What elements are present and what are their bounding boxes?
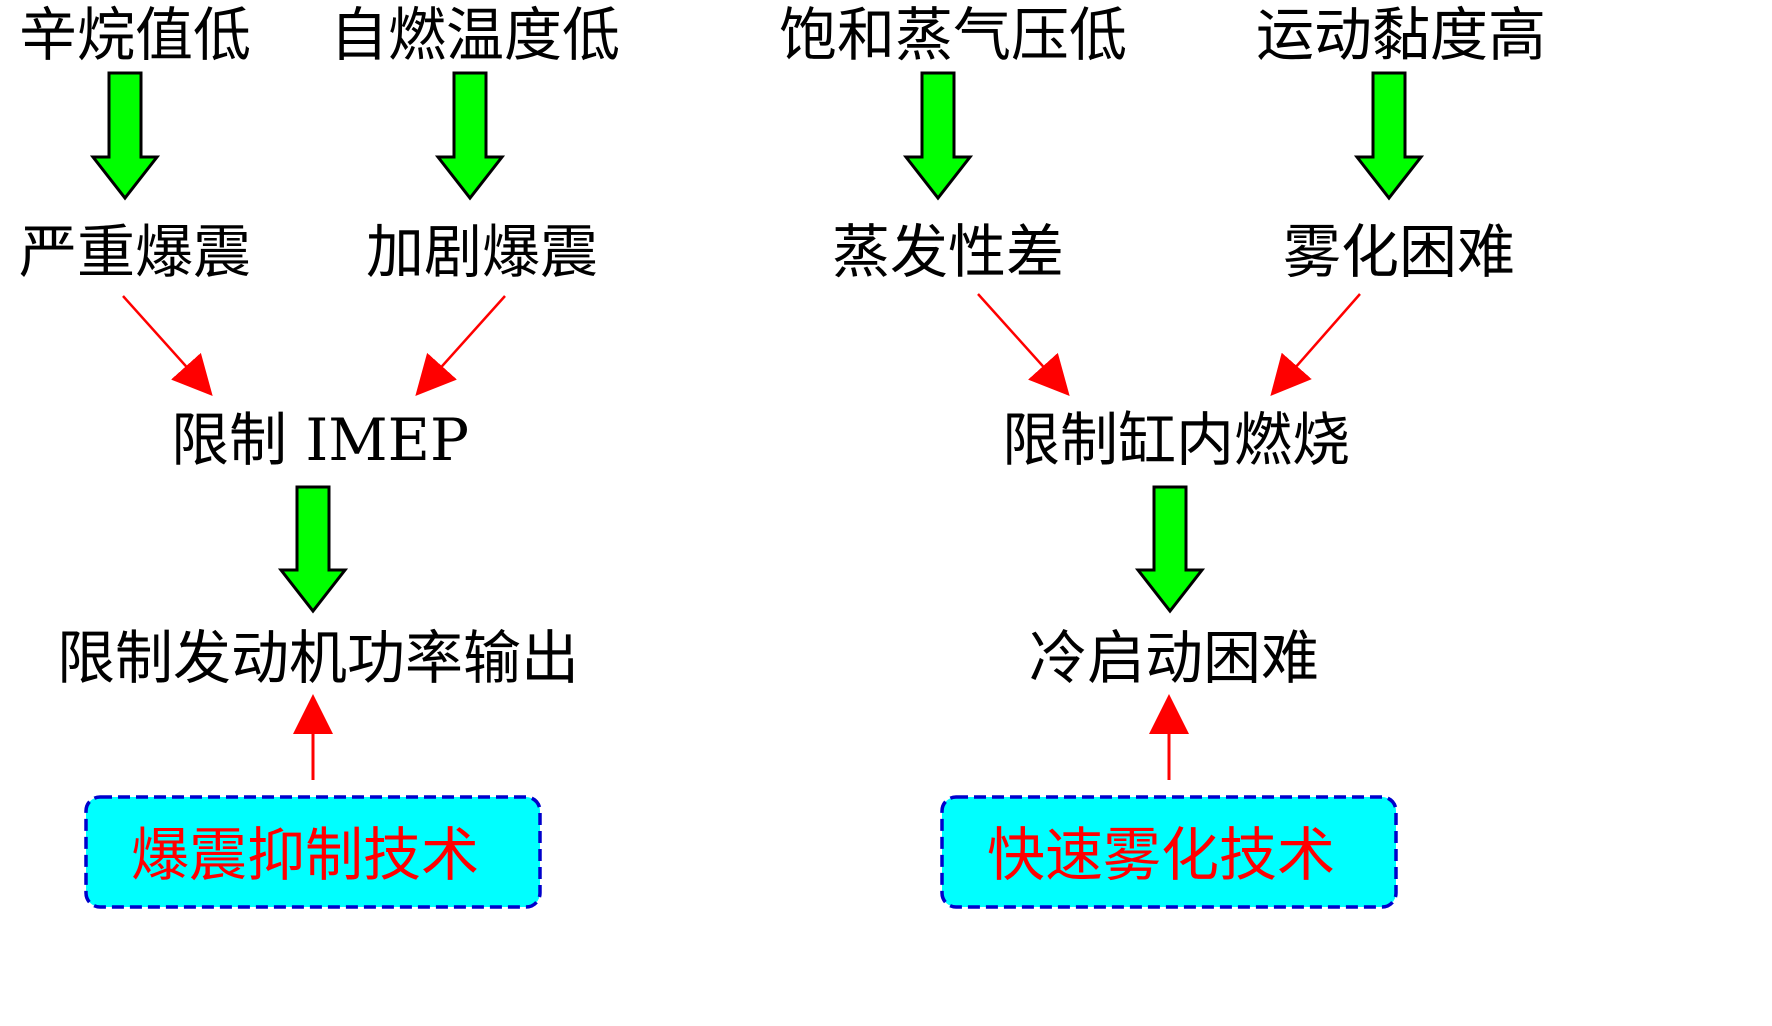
left-flow: 辛烷值低 自燃温度低 严重爆震 加剧爆震 限制 IMEP 限制发动机功率输出 爆… — [19, 1, 620, 909]
left-technology-label: 爆震抑制技术 — [131, 821, 479, 889]
right-cause-2-label: 运动黏度高 — [1256, 1, 1546, 69]
left-technology-box: 爆震抑制技术 — [84, 795, 542, 909]
green-down-arrow-icon — [902, 71, 974, 201]
left-limit-label: 限制 IMEP — [171, 406, 469, 474]
right-technology-box: 快速雾化技术 — [940, 795, 1398, 909]
right-flow: 饱和蒸气压低 运动黏度高 蒸发性差 雾化困难 限制缸内燃烧 冷启动困难 快速雾化… — [779, 1, 1546, 909]
right-technology-box-frame — [940, 795, 1398, 909]
right-cause-1-label: 饱和蒸气压低 — [779, 1, 1127, 69]
right-effect-1-label: 蒸发性差 — [832, 218, 1064, 286]
right-limit-label: 限制缸内燃烧 — [1002, 406, 1350, 474]
green-down-arrow-icon — [434, 71, 506, 201]
left-effect-1-label: 严重爆震 — [19, 218, 251, 286]
right-result-label: 冷启动困难 — [1029, 624, 1319, 692]
red-diagonal-arrow-icon — [977, 293, 1070, 396]
red-diagonal-arrow-icon — [122, 295, 213, 396]
left-result-label: 限制发动机功率输出 — [57, 624, 579, 692]
left-cause-1-label: 辛烷值低 — [19, 1, 251, 69]
left-cause-2-label: 自燃温度低 — [330, 1, 620, 69]
green-down-arrow-icon — [1134, 485, 1206, 614]
green-down-arrow-icon — [89, 71, 161, 201]
green-down-arrow-icon — [1353, 71, 1425, 201]
red-diagonal-arrow-icon — [415, 295, 506, 396]
green-down-arrow-icon — [277, 485, 349, 614]
right-effect-2-label: 雾化困难 — [1283, 218, 1515, 286]
left-effect-2-label: 加剧爆震 — [366, 218, 598, 286]
red-diagonal-arrow-icon — [1270, 293, 1361, 397]
right-technology-label: 快速雾化技术 — [987, 821, 1335, 889]
left-technology-box-frame — [84, 795, 542, 909]
